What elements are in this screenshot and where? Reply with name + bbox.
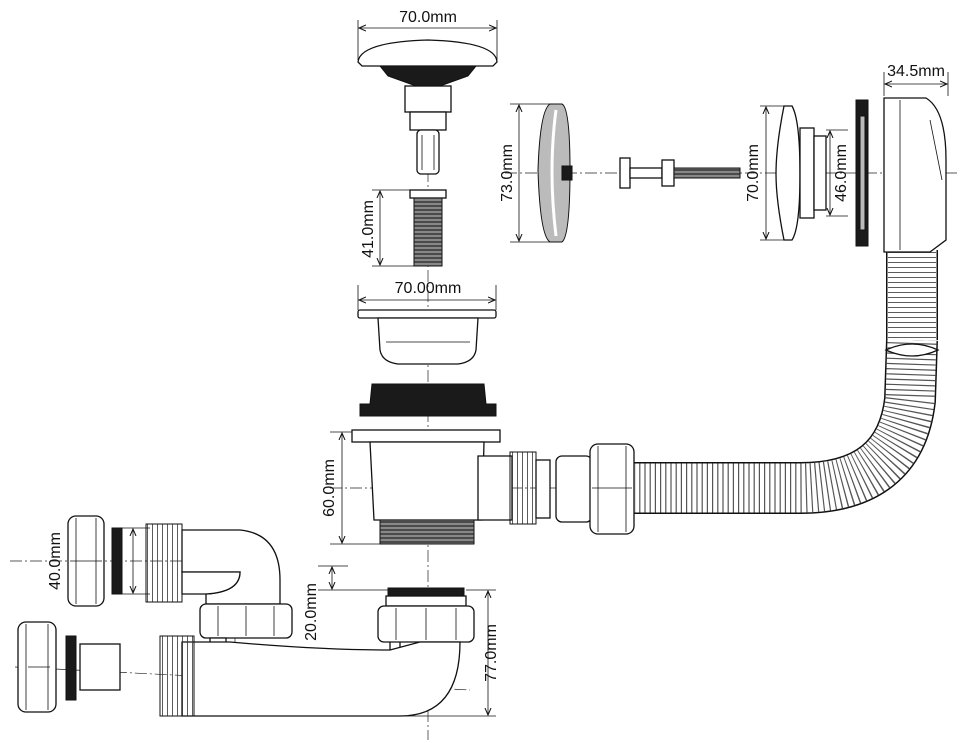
cap-width-dimension: 70.0mm bbox=[357, 9, 498, 60]
overflow-housing bbox=[883, 97, 947, 253]
trap-inlet-right bbox=[377, 587, 475, 643]
overflow-inner-label: 46.0mm bbox=[833, 144, 850, 202]
rubber-gasket bbox=[359, 383, 497, 417]
outlet-diameter-dimension: 40.0mm bbox=[47, 527, 150, 595]
drain-height-label: 60.0mm bbox=[321, 459, 338, 517]
trap-offset-dimension: 20.0mm bbox=[303, 565, 390, 641]
drain-body bbox=[351, 429, 551, 545]
outlet-nut-left bbox=[67, 515, 183, 607]
screw-length-dimension: 41.0mm bbox=[360, 189, 414, 267]
flexible-hose bbox=[634, 250, 940, 514]
trap-offset-label: 20.0mm bbox=[303, 583, 320, 641]
hose-nut bbox=[555, 443, 635, 535]
outlet-diameter-label: 40.0mm bbox=[47, 532, 64, 590]
trap-depth-dimension: 77.0mm bbox=[402, 589, 500, 717]
trap-elbow bbox=[181, 529, 281, 605]
strainer-width-label: 70.00mm bbox=[395, 280, 462, 297]
overflow-bolt bbox=[619, 157, 741, 189]
cap-width-label: 70.0mm bbox=[399, 9, 457, 26]
click-clack-cap bbox=[357, 39, 498, 175]
threaded-rod bbox=[409, 189, 447, 267]
outlet-nut-bottom bbox=[17, 621, 195, 717]
overflow-body-height-dimension: 70.0mm bbox=[745, 105, 790, 241]
trap-nut-middle bbox=[199, 603, 293, 639]
overflow-cover-plate bbox=[537, 103, 573, 243]
overflow-inner-dimension: 46.0mm bbox=[826, 129, 850, 217]
overflow-plate-height-label: 73.0mm bbox=[499, 144, 516, 202]
overflow-body bbox=[775, 105, 827, 241]
overflow-gasket bbox=[855, 99, 869, 247]
overflow-plate-height-dimension: 73.0mm bbox=[499, 103, 550, 243]
overflow-depth-label: 34.5mm bbox=[887, 63, 945, 80]
strainer-flange bbox=[357, 309, 497, 365]
overflow-body-height-label: 70.0mm bbox=[745, 144, 762, 202]
drain-height-dimension: 60.0mm bbox=[321, 431, 380, 545]
trap-depth-label: 77.0mm bbox=[483, 624, 500, 682]
screw-length-label: 41.0mm bbox=[360, 200, 377, 258]
overflow-depth-dimension: 34.5mm bbox=[883, 63, 949, 96]
strainer-width-dimension: 70.00mm bbox=[357, 280, 497, 310]
trap-main-body bbox=[181, 641, 461, 717]
